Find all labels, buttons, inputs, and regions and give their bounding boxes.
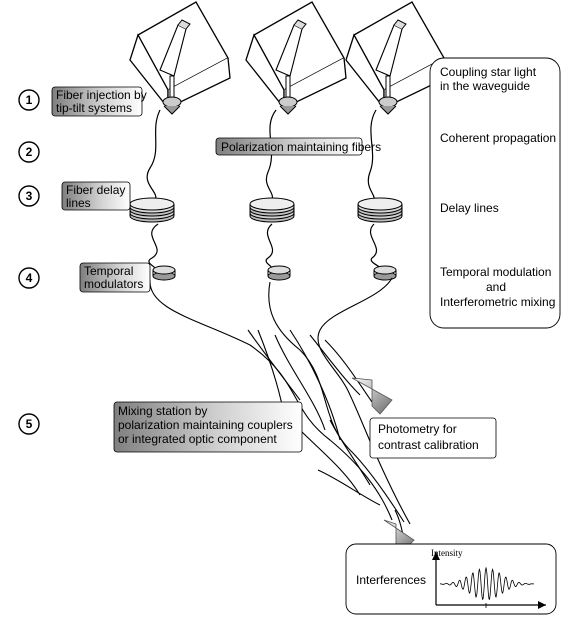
temporal-line3: Interferometric mixing [440,295,555,309]
polarization-label: Polarization maintaining fibers [215,137,381,156]
temporal-mod-line2: modulators [84,277,143,291]
step-2-number: 2 [26,145,33,159]
modulator-3 [373,265,397,281]
telescope-2 [245,1,347,115]
temporal-modulators-label: Temporal modulators [79,262,151,293]
intensity-label: Intensity [431,548,463,558]
step-4-number: 4 [26,271,33,285]
fibers-mixing [149,277,411,541]
delay-coil-2 [249,197,295,223]
fringe-pattern [440,566,535,600]
y-axis-arrowhead [432,552,440,560]
coherent-text: Coherent propagation [440,131,556,145]
step-markers: 1 2 3 4 5 [18,89,40,435]
fiber-delay-line1: Fiber delay [66,183,125,197]
polarization-text: Polarization maintaining fibers [221,140,381,154]
right-panel: Coupling star light in the waveguide Coh… [429,57,561,329]
temporal-line2: and [486,280,506,294]
temporal-line1: Temporal modulation [440,265,551,279]
photometry-line2: contrast calibration [378,438,479,452]
step-3-number: 3 [26,189,33,203]
fiber-injection-line1: Fiber injection by [56,88,147,102]
step-1-circle [18,89,40,111]
step-5-number: 5 [26,417,33,431]
coupling-line1: Coupling star light [440,65,537,79]
fiber-injection-label: Fiber injection by tip-tilt systems [51,86,147,117]
step-1-number: 1 [26,93,33,107]
delay-coil-1 [129,197,175,223]
delay-coil-3 [357,197,403,223]
mixing-line3: or integrated optic component [118,432,277,446]
mixing-line2: polarization maintaining couplers [118,418,293,432]
interferences-text: Interferences [356,573,426,587]
coupling-line2: in the waveguide [440,79,530,93]
delay-text: Delay lines [440,201,499,215]
fiber-injection-line2: tip-tilt systems [56,101,132,115]
x-axis-arrowhead [538,601,546,609]
photometry-line1: Photometry for [378,422,457,436]
interferences-panel: Interferences Intensity [345,543,557,615]
mixing-station-label: Mixing station by polarization maintaini… [113,401,303,453]
temporal-mod-line1: Temporal [84,264,133,278]
fiber-delay-line2: lines [66,196,91,210]
modulator-1 [152,265,176,281]
step-3-circle [18,185,40,207]
step-2-circle [18,141,40,163]
mixing-line1: Mixing station by [118,404,207,418]
fiber-delay-label: Fiber delay lines [61,181,131,211]
photometry-label: Photometry for contrast calibration [369,417,497,459]
step-5-circle [18,413,40,435]
photometry-arrow [351,377,393,415]
step-4-circle [18,267,40,289]
modulator-2 [267,265,291,281]
fibers-upper [146,109,381,269]
